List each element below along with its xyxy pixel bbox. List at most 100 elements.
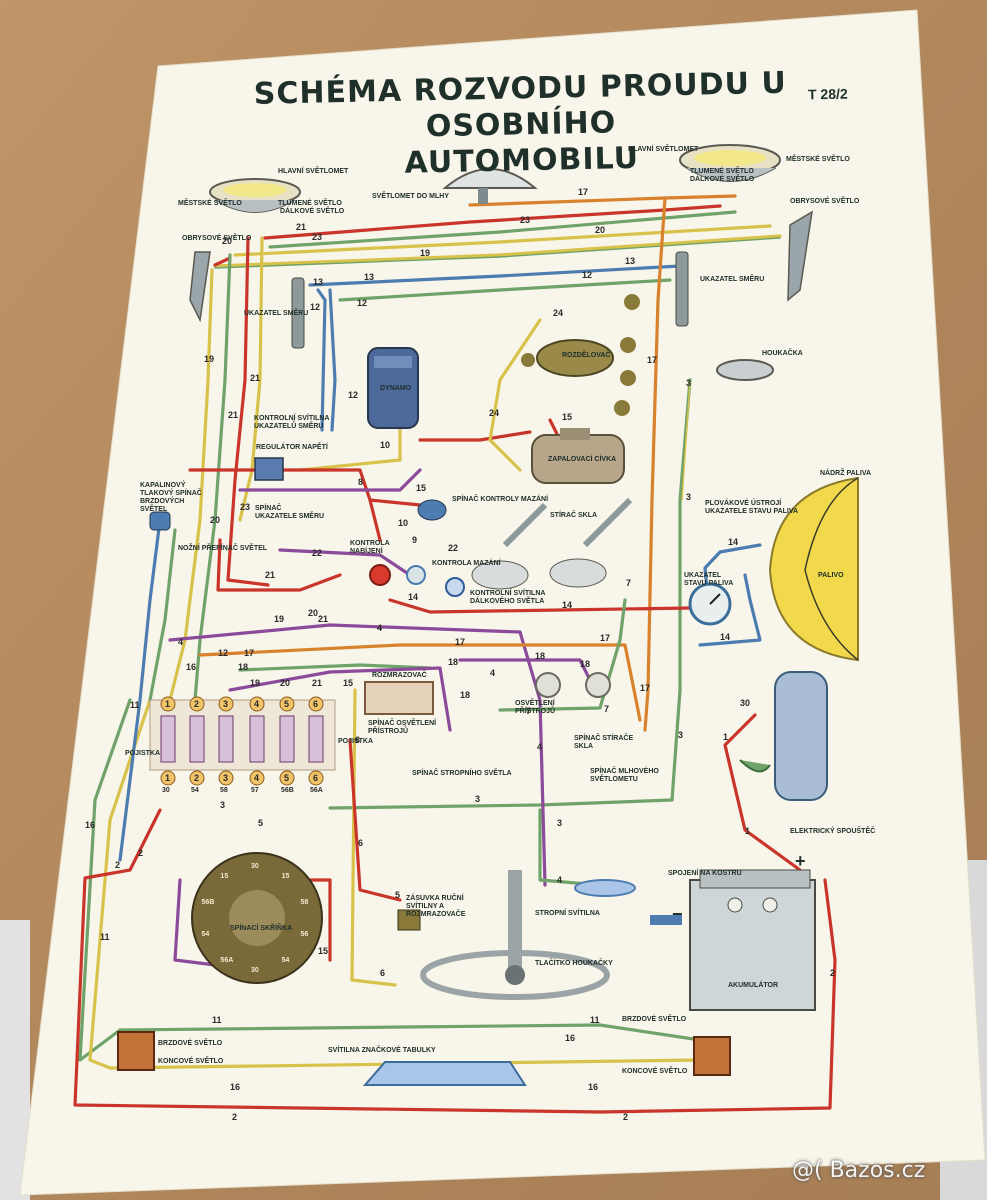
wire-number: 20 xyxy=(280,678,291,688)
wire-number: 10 xyxy=(380,440,391,450)
charge-lamp xyxy=(369,564,391,586)
fuse-number-top: 2 xyxy=(194,699,200,709)
wire-21-front xyxy=(263,204,722,240)
wire-number: 12 xyxy=(310,302,321,312)
fuse-number-top: 6 xyxy=(313,699,319,709)
wire-number: 15 xyxy=(343,678,354,688)
fog-lamp xyxy=(442,168,538,204)
switch-box-terminal: 15 xyxy=(220,872,229,880)
wire-number: 17 xyxy=(578,187,589,197)
fuse-number-bottom: 5 xyxy=(284,773,290,783)
wire-10-dyn xyxy=(298,418,402,472)
wire-number: 24 xyxy=(489,408,500,418)
wire-number: 18 xyxy=(448,657,459,667)
label-rozmrazovac: ROZMRAZOVAČ xyxy=(372,672,427,679)
ceiling-light xyxy=(574,879,636,897)
dynamo xyxy=(367,347,419,429)
wire-number: 2 xyxy=(232,1112,238,1122)
wire-3-right xyxy=(328,378,692,810)
direction-indicator-left xyxy=(291,277,305,349)
wire-number: 17 xyxy=(455,637,466,647)
fuse-number-top: 4 xyxy=(254,699,260,709)
fuse-terminal xyxy=(308,770,324,786)
label-svitilna-znackove-tabulky: SVÍTILNA ZNAČKOVÉ TABULKY xyxy=(328,1047,436,1054)
fuse-terminal xyxy=(279,696,295,712)
fuse-block xyxy=(149,699,336,771)
poster-code: T 28/2 xyxy=(807,85,848,103)
fuel-gauge xyxy=(688,582,732,626)
label-koncove-svetlo-l: KONCOVÉ SVĚTLO xyxy=(158,1058,224,1065)
tail-light-right xyxy=(693,1036,731,1076)
label-kontrolni-svitilna-smeru: KONTROLNÍ SVÍTILNA UKAZATELŮ SMĚRU xyxy=(254,415,330,430)
label-spojeni-na-kostru: SPOJENÍ NA KOSTRU xyxy=(668,870,742,877)
label-spinaci-skrinka: SPÍNACÍ SKŘÍŇKA xyxy=(230,925,293,932)
wire-number: 17 xyxy=(600,633,611,643)
label-zasuvka: ZÁSUVKA RUČNÍ SVÍTILNY A ROZMRAZOVAČE xyxy=(406,895,466,918)
fuses xyxy=(160,696,324,786)
wire-number: 8 xyxy=(358,477,364,487)
instrument-light-1 xyxy=(535,672,561,698)
parking-lamp-left xyxy=(189,251,211,323)
hand-lamp-socket xyxy=(397,909,421,931)
wire-number: 30 xyxy=(740,698,751,708)
wire-number: 20 xyxy=(210,515,221,525)
label-rozdelovac: ROZDĚLOVAČ xyxy=(562,352,611,359)
label-dalkove-svetlo-r: DÁLKOVÉ SVĚTLO xyxy=(690,176,755,183)
label-pojistka-r: POJISTKA xyxy=(338,738,374,745)
wire-18-b xyxy=(458,658,592,682)
wire-18-dash xyxy=(228,666,452,732)
horn xyxy=(716,359,774,381)
wire-number: 11 xyxy=(130,700,140,710)
wire-21-left xyxy=(226,236,270,587)
wire-number: 4 xyxy=(537,742,543,752)
wire-12-left xyxy=(316,288,327,432)
wire-number: 24 xyxy=(553,308,564,318)
wire-number: 16 xyxy=(186,662,197,672)
label-nadrz-paliva: NÁDRŽ PALIVA xyxy=(820,470,872,477)
wire-number: 21 xyxy=(312,678,323,688)
wire-number: 11 xyxy=(100,932,110,942)
wire-number: 23 xyxy=(240,502,251,512)
wire-number: 22 xyxy=(448,543,459,553)
wire-number: 19 xyxy=(250,678,261,688)
label-plovakove-ustroji: PLOVÁKOVÉ ÚSTROJÍ UKAZATELE STAVU PALIVA xyxy=(705,500,799,515)
fuse-number-top: 1 xyxy=(165,699,171,709)
switch-box-terminal: 54 xyxy=(281,957,290,965)
direction-indicator-right xyxy=(675,251,689,327)
wire-number: 16 xyxy=(565,1033,576,1043)
label-ukazatel-smeru-r: UKAZATEL SMĚRU xyxy=(700,276,765,283)
wire-number: 9 xyxy=(412,535,418,545)
label-zapalovaci-civka: ZAPALOVACÍ CÍVKA xyxy=(548,456,617,463)
wire-number: 17 xyxy=(244,648,255,658)
switch-box-terminal: 56B xyxy=(201,898,215,906)
wire-green-long xyxy=(148,528,177,702)
wire-number: 2 xyxy=(623,1112,629,1122)
label-spinac-stirace-skla: SPÍNAČ STÍRAČE SKLA xyxy=(574,735,634,750)
wire-number: 13 xyxy=(364,272,375,282)
wire-number: 3 xyxy=(557,818,563,828)
distributor xyxy=(521,294,640,416)
label-ukazatel-stavu-paliva: UKAZATEL STAVU PALIVA xyxy=(684,572,734,587)
wire-9-purple xyxy=(238,468,422,492)
fuse-terminal xyxy=(218,770,234,786)
wire-red-loop xyxy=(216,538,342,592)
wire-number: 20 xyxy=(308,608,319,618)
switch-box-terminal: 56A xyxy=(220,957,234,965)
wire-number: 6 xyxy=(358,838,364,848)
defroster xyxy=(364,681,434,715)
wire-number: 11 xyxy=(590,1015,600,1025)
fuse-number-bottom: 1 xyxy=(165,773,171,783)
label-stropni-svitilna: STROPNÍ SVÍTILNA xyxy=(535,910,600,917)
fuse-terminal xyxy=(249,770,265,786)
wire-number: 6 xyxy=(355,735,361,745)
wire-number: 5 xyxy=(258,818,264,828)
wire-12-front xyxy=(338,278,672,302)
wire-number: 12 xyxy=(357,298,368,308)
wire-number: 12 xyxy=(218,648,229,658)
wire-number: 17 xyxy=(647,355,658,365)
fuse xyxy=(160,715,176,763)
fuse xyxy=(249,715,265,763)
label-palivo: PALIVO xyxy=(818,572,844,579)
label-kontrola-nabijeni: KONTROLA NABÍJENÍ xyxy=(350,540,390,555)
switch-box-terminal: 30 xyxy=(251,863,259,870)
